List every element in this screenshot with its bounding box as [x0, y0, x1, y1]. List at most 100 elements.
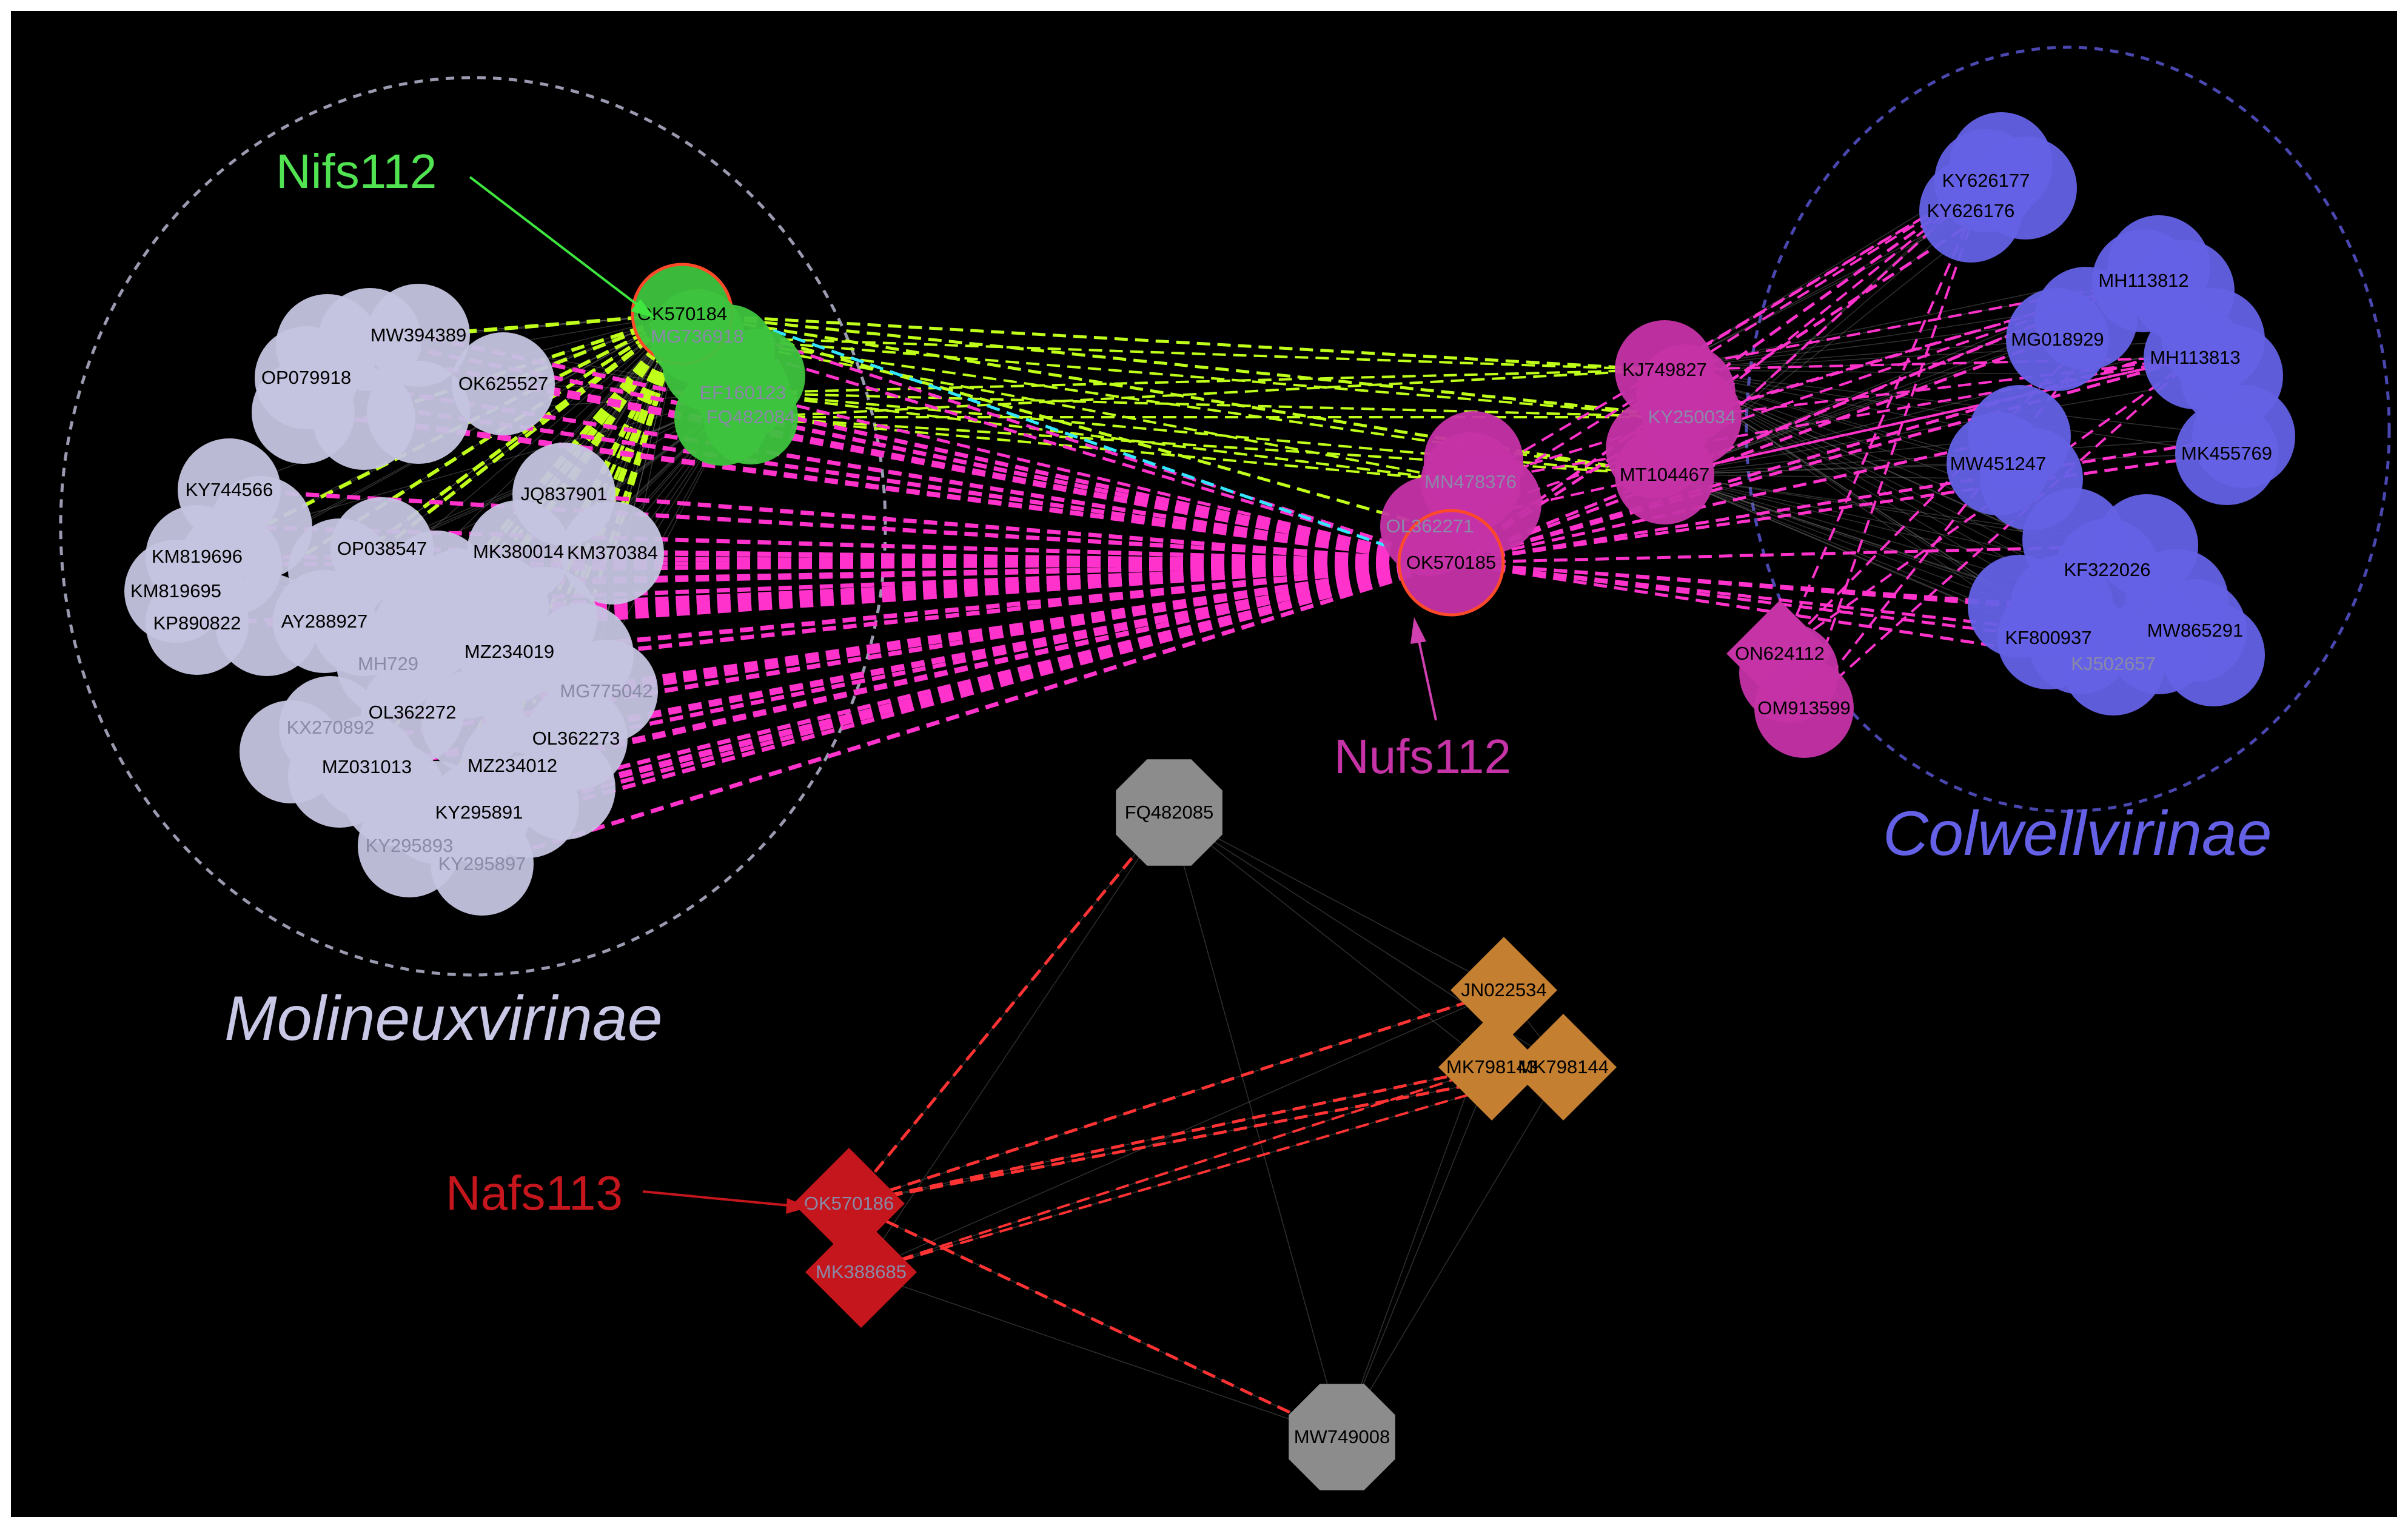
shared-protein-edge	[860, 1066, 1492, 1273]
similarity-edge	[1169, 812, 1492, 1068]
similarity-edge	[860, 990, 1504, 1273]
similarity-edge	[1664, 339, 2058, 475]
shared-protein-edge	[563, 492, 1452, 565]
nafs-callout: Nafs113	[446, 1166, 623, 1220]
nifs-node	[703, 370, 798, 464]
node-label: OL362272	[369, 702, 457, 723]
shared-protein-edge	[742, 391, 1452, 565]
shared-protein-edge	[697, 335, 1471, 483]
node-label: KF322026	[2064, 559, 2150, 580]
node-label: MH113812	[2098, 270, 2188, 291]
nafs-node	[805, 1216, 917, 1328]
colwell-cluster	[1919, 112, 2295, 715]
similarity-edge	[1169, 812, 1504, 991]
node-label: KX270892	[287, 717, 375, 738]
shared-protein-edge	[697, 335, 1692, 418]
similarity-edge	[1664, 210, 1971, 370]
shared-protein-edge	[1803, 357, 2196, 709]
molineux-node	[431, 813, 534, 916]
node-label: KY626177	[1942, 170, 2030, 191]
shared-protein-edge	[1451, 561, 2020, 608]
shared-protein-edge	[1450, 186, 2027, 565]
nufs-node	[1615, 425, 1714, 524]
node-label: MZ031013	[322, 756, 412, 777]
molineux-node	[255, 326, 358, 429]
node-label: OP079918	[261, 367, 351, 388]
gray-node	[1289, 1384, 1395, 1490]
nufs-callout: Nufs112	[1334, 729, 1511, 783]
shared-protein-edge	[1451, 357, 2196, 564]
node-label: OK570185	[1406, 552, 1496, 573]
shared-protein-edge	[481, 560, 1452, 866]
shared-protein-edge	[742, 392, 1471, 483]
molineux-node	[458, 600, 561, 703]
node-label: KM819696	[152, 546, 243, 567]
shared-protein-edge	[682, 312, 1692, 419]
shared-protein-edge	[339, 560, 1452, 779]
node-label: OK625527	[458, 373, 548, 394]
gray-node	[1116, 759, 1222, 866]
similarity-edge	[1664, 463, 1999, 475]
node-label: KF800937	[2005, 627, 2091, 648]
node-label: MW865291	[2147, 620, 2244, 641]
nufs-node	[1754, 658, 1854, 758]
orange-node	[1510, 1014, 1617, 1121]
shared-protein-edge	[563, 560, 1452, 791]
similarity-edge	[1664, 369, 2244, 437]
colwell-node	[1947, 412, 2050, 515]
colwell-label: Colwellvirinae	[1883, 799, 2272, 869]
node-label: OL362271	[1386, 515, 1474, 537]
colwell-node	[2092, 229, 2195, 332]
shared-protein-edge	[742, 369, 1665, 394]
node-label: MK380014	[473, 541, 564, 562]
nifs-cluster	[631, 263, 805, 466]
node-label: MW451247	[1950, 453, 2047, 474]
molineux-node	[330, 497, 434, 600]
colwell-node	[2056, 518, 2159, 622]
node-label: KY295891	[435, 802, 523, 823]
molineux-boundary	[59, 76, 887, 977]
nifs-arrowhead	[631, 299, 655, 318]
shared-protein-edge	[1429, 357, 2196, 528]
node-label: KM370384	[567, 542, 658, 563]
node-label: KP890822	[153, 612, 241, 634]
molineux-node	[367, 284, 470, 387]
shared-protein-edge	[582, 560, 1452, 657]
colwell-node	[2006, 288, 2109, 391]
shared-protein-edge	[1451, 452, 2227, 565]
node-label: KJ749827	[1622, 359, 1707, 380]
node-label: OK570186	[804, 1193, 894, 1214]
molineux-node	[146, 572, 249, 675]
shared-protein-edge	[1451, 561, 2049, 640]
node-label: FQ482085	[1125, 802, 1214, 823]
molineux-node	[337, 612, 440, 715]
node-label: MG775042	[560, 680, 652, 702]
molineux-cluster	[124, 284, 664, 916]
shared-protein-edge	[369, 312, 683, 341]
similarity-edge	[260, 392, 743, 528]
shared-protein-edge	[229, 488, 1452, 565]
shared-protein-edge	[773, 329, 1395, 551]
node-label: MW394389	[371, 324, 467, 346]
node-label: MH113813	[2150, 347, 2240, 368]
shared-protein-edge	[1469, 179, 1987, 483]
similarity-edge	[1341, 1067, 1492, 1438]
node-label: KJ502657	[2071, 653, 2156, 674]
similarity-edge	[1341, 1067, 1564, 1438]
shared-protein-edge	[848, 1065, 1564, 1205]
node-label: MG736918	[651, 326, 743, 347]
colwell-node	[1919, 159, 2022, 263]
similarity-edge	[860, 1272, 1343, 1438]
nufs-arrowhead	[1410, 617, 1426, 644]
nifs-callout: Nifs112	[276, 144, 437, 198]
shared-protein-edge	[860, 1066, 1564, 1273]
shared-protein-edge	[394, 560, 1452, 797]
node-label: KM819695	[130, 580, 221, 601]
colwell-node	[2144, 306, 2247, 409]
shared-protein-edge	[527, 560, 1452, 809]
shared-protein-edge	[1803, 180, 1987, 709]
nafs-node	[793, 1148, 905, 1259]
shared-protein-edge	[848, 1065, 1492, 1205]
node-label: MH729	[358, 653, 418, 674]
